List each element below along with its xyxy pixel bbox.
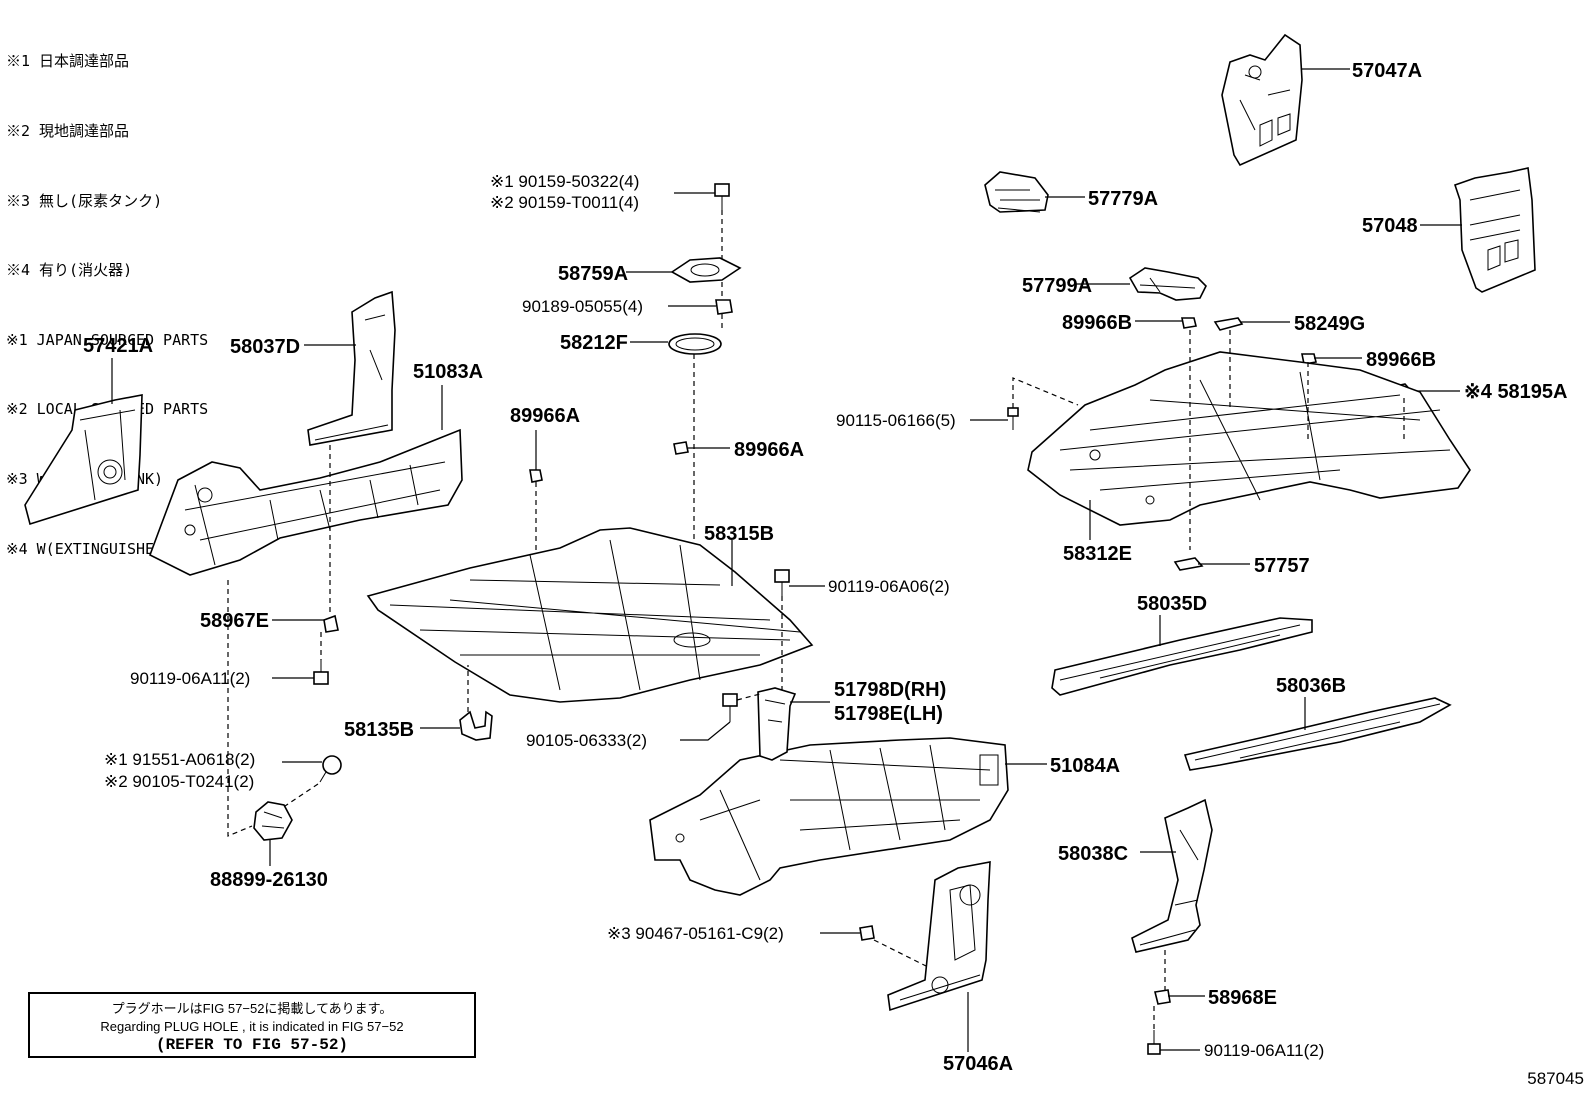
part-90119-r-bolt xyxy=(1147,1030,1161,1055)
legend-line-5: ※1 JAPAN SOURCED PARTS xyxy=(6,330,209,349)
label-51084A: 51084A xyxy=(1050,755,1120,777)
part-57799A-drawing xyxy=(1128,267,1207,301)
label-58035D: 58035D xyxy=(1137,593,1207,615)
label-58315B: 58315B xyxy=(704,523,774,545)
label-58967E: 58967E xyxy=(200,610,269,632)
part-90105-06333-bolt xyxy=(722,693,738,722)
part-58135B-drawing xyxy=(459,710,493,741)
label-90119-l: 90119-06A11(2) xyxy=(130,669,250,688)
label-90119-06A06: 90119-06A06(2) xyxy=(828,577,950,596)
label-89966B-2: 89966B xyxy=(1366,349,1436,371)
label-51798D: 51798D(RH) xyxy=(834,679,946,701)
label-88899: 88899-26130 xyxy=(210,869,328,891)
label-58312E: 58312E xyxy=(1063,543,1132,565)
legend-line-1: ※1 日本調達部品 xyxy=(6,52,130,71)
label-58038C: 58038C xyxy=(1058,843,1128,865)
part-58035D-drawing xyxy=(1051,617,1313,696)
part-58037D-drawing xyxy=(307,290,396,446)
legend-line-2: ※2 現地調達部品 xyxy=(6,122,130,140)
part-57046A-drawing xyxy=(887,861,991,1012)
legend-line-8: ※4 W(EXTINGUISHER) xyxy=(6,539,173,558)
label-58036B: 58036B xyxy=(1276,675,1346,697)
part-58315B-drawing xyxy=(366,527,814,703)
part-51798-drawing xyxy=(757,687,797,761)
label-57757: 57757 xyxy=(1254,555,1310,577)
part-57421A-drawing xyxy=(24,394,143,526)
label-90159-1: ※1 90159-50322(4) xyxy=(490,172,639,191)
label-58212F: 58212F xyxy=(560,332,628,354)
plug-hole-note: プラグホールはFIG 57−52に掲載してあります。 Regarding PLU… xyxy=(28,992,476,1058)
label-90119-r: 90119-06A11(2) xyxy=(1204,1041,1324,1060)
note-line-2: Regarding PLUG HOLE , it is indicated in… xyxy=(100,1019,404,1034)
label-90115: 90115-06166(5) xyxy=(836,411,956,430)
legend-line-3: ※3 無し(尿素タンク) xyxy=(6,191,163,210)
label-90467: ※3 90467-05161-C9(2) xyxy=(607,924,784,943)
label-89966A-1: 89966A xyxy=(510,405,580,427)
part-90119-l-bolt xyxy=(313,660,329,685)
part-58038C-drawing xyxy=(1131,798,1213,953)
label-57047A: 57047A xyxy=(1352,60,1422,82)
part-58312E-drawing xyxy=(1027,351,1471,526)
label-51083A: 51083A xyxy=(413,361,483,383)
label-57779A: 57779A xyxy=(1088,188,1158,210)
label-58037D: 58037D xyxy=(230,336,300,358)
note-line-3: (REFER TO FIG 57-52) xyxy=(155,1036,349,1054)
label-58968E: 58968E xyxy=(1208,987,1277,1009)
part-51083A-drawing xyxy=(149,428,463,576)
label-90189: 90189-05055(4) xyxy=(522,297,643,316)
figure-number: 587045 xyxy=(1527,1069,1584,1088)
label-58759A: 58759A xyxy=(558,263,628,285)
label-90105-06333: 90105-06333(2) xyxy=(526,731,647,750)
part-57048-drawing xyxy=(1453,167,1536,293)
label-57048: 57048 xyxy=(1362,215,1418,237)
part-57779A-drawing xyxy=(984,171,1049,213)
label-89966B-1: 89966B xyxy=(1062,312,1132,334)
part-91551-bolt xyxy=(319,755,342,783)
part-90119-06A06-bolt xyxy=(774,569,790,596)
label-58135B: 58135B xyxy=(344,719,414,741)
label-57421A: 57421A xyxy=(83,335,153,357)
part-51084A-drawing xyxy=(649,737,1009,896)
label-57799A: 57799A xyxy=(1022,275,1092,297)
note-line-1: プラグホールはFIG 57−52に掲載してあります。 xyxy=(111,1001,393,1016)
part-58036B-drawing xyxy=(1183,697,1452,771)
label-57046A: 57046A xyxy=(943,1053,1013,1075)
part-57047A-drawing xyxy=(1221,33,1303,167)
label-58249G: 58249G xyxy=(1294,313,1365,335)
label-89966A-2: 89966A xyxy=(734,439,804,461)
legend-line-4: ※4 有り(消火器) xyxy=(6,261,133,280)
label-91551: ※1 91551-A0618(2) xyxy=(104,750,255,769)
part-90159-bolt xyxy=(714,183,730,210)
label-90105-T0241: ※2 90105-T0241(2) xyxy=(104,772,254,791)
label-51798E: 51798E(LH) xyxy=(834,703,943,725)
label-58195A: ※4 58195A xyxy=(1464,381,1568,403)
part-88899-drawing xyxy=(253,801,293,841)
part-90115-bolt xyxy=(1007,407,1019,430)
label-90159-2: ※2 90159-T0011(4) xyxy=(490,193,639,212)
